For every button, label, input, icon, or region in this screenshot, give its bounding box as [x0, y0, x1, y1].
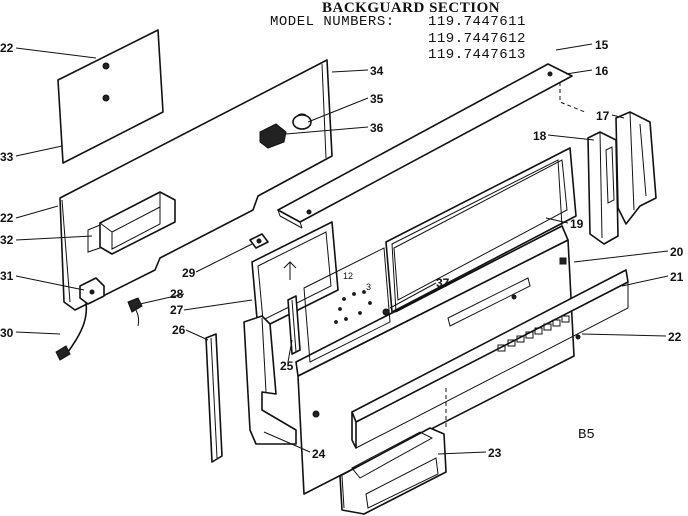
callout-20: 20 — [670, 245, 684, 259]
part-power-cord — [55, 301, 88, 361]
callout-23: 23 — [488, 446, 502, 460]
callout-30: 30 — [0, 326, 14, 340]
callout-37: 37 — [436, 276, 450, 290]
callout-29: 29 — [182, 266, 196, 280]
part-lamp — [292, 113, 312, 130]
callout-22-top: 22 — [0, 41, 14, 55]
callout-33: 33 — [0, 150, 14, 164]
callout-31: 31 — [0, 269, 14, 283]
part-top-trim-strip — [277, 63, 586, 229]
callout-labels: 22 33 22 32 31 30 34 35 36 15 16 17 18 1… — [0, 38, 684, 461]
callout-26: 26 — [172, 323, 186, 337]
model-numbers-label: MODEL NUMBERS: — [270, 14, 395, 30]
part-control-panel: 12 3 — [295, 159, 575, 495]
callout-21: 21 — [670, 270, 684, 284]
part-clock-window — [251, 221, 339, 331]
callout-16: 16 — [595, 64, 609, 78]
model-number-2: 119.7447612 — [428, 31, 526, 47]
part-trim-strip-25 — [287, 295, 301, 355]
part-vertical-trim — [205, 333, 223, 463]
callout-17: 17 — [596, 109, 610, 123]
part-handle — [339, 427, 447, 515]
button-row — [497, 315, 570, 352]
part-glass-frame — [385, 147, 577, 313]
model-number-3: 119.7447613 — [428, 47, 526, 63]
part-bracket-box — [87, 191, 176, 255]
callout-15: 15 — [595, 38, 609, 52]
callout-28: 28 — [170, 287, 184, 301]
callout-22-right: 22 — [668, 330, 682, 344]
callout-24: 24 — [312, 447, 326, 461]
part-right-end-cap — [615, 111, 657, 225]
callout-27: 27 — [170, 303, 184, 317]
model-number-1: 119.7447611 — [428, 14, 526, 30]
callout-25: 25 — [280, 359, 294, 373]
part-cover-plate — [57, 29, 164, 164]
callout-35: 35 — [370, 92, 384, 106]
part-clip — [249, 233, 269, 249]
part-left-end-panel — [243, 315, 297, 445]
part-control-trim — [351, 269, 629, 449]
clock-number-12: 12 — [343, 271, 353, 281]
leader-lines — [15, 43, 669, 455]
clock-number-3: 3 — [366, 282, 371, 292]
callout-22-middle: 22 — [0, 211, 14, 225]
callout-36: 36 — [370, 121, 384, 135]
part-left-end-bracket — [587, 131, 619, 245]
part-connector — [127, 297, 143, 327]
part-lamp-socket — [259, 123, 287, 149]
callout-32: 32 — [0, 233, 14, 247]
part-rear-backguard-panel — [59, 59, 333, 311]
callout-18: 18 — [533, 129, 547, 143]
part-terminal-block — [79, 277, 105, 305]
callout-19: 19 — [570, 217, 584, 231]
page-code: B5 — [578, 427, 595, 443]
diagram-title: BACKGUARD SECTION — [322, 0, 501, 16]
callout-34: 34 — [370, 64, 384, 78]
